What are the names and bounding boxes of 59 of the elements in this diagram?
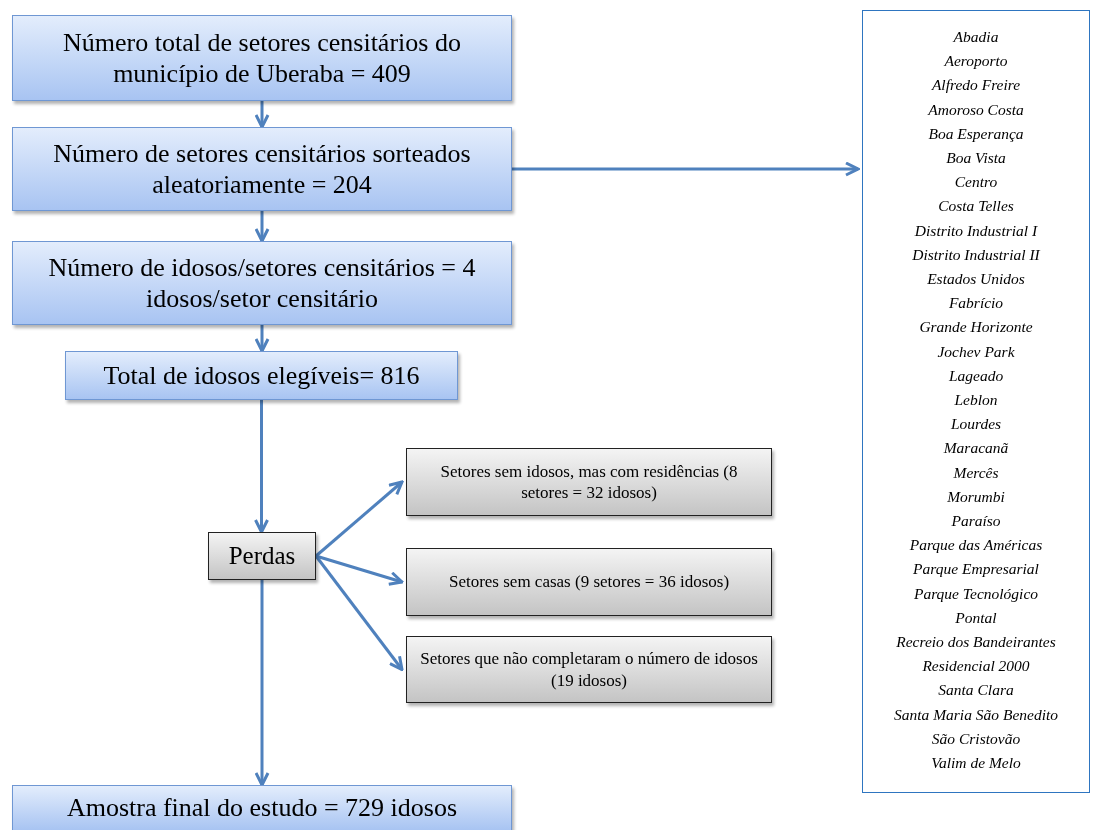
neighborhood-name: Residencial 2000 bbox=[922, 656, 1030, 677]
neighborhood-name: Distrito Industrial II bbox=[912, 244, 1040, 265]
arrow bbox=[254, 101, 270, 129]
neighborhood-name: Lourdes bbox=[950, 414, 1002, 435]
neighborhood-name: Grande Horizonte bbox=[919, 317, 1033, 338]
neighborhood-name: Distrito Industrial I bbox=[914, 220, 1038, 241]
box-text: Total de idosos elegíveis= 816 bbox=[103, 359, 420, 392]
neighborhood-name: Amoroso Costa bbox=[928, 99, 1024, 120]
neighborhood-name: Parque Tecnológico bbox=[913, 583, 1039, 604]
box-text: Setores sem idosos, mas com residências (8 setores = 32 idosos) bbox=[439, 460, 739, 504]
neighborhood-name: Costa Telles bbox=[938, 196, 1014, 217]
neighborhood-name: Pontal bbox=[955, 607, 997, 628]
box-text: Número de idosos/setores censitários = 4 idosos/setor censitário bbox=[47, 251, 477, 315]
neighborhood-name: Centro bbox=[954, 172, 998, 193]
box-text: Perdas bbox=[228, 541, 296, 572]
box-text: Número de setores censitários sorteados aleatoriamente = 204 bbox=[52, 137, 472, 201]
process-box bbox=[12, 785, 512, 830]
process-box bbox=[12, 127, 512, 211]
neighborhood-name: Morumbi bbox=[947, 486, 1005, 507]
box-text: Setores sem casas (9 setores = 36 idosos) bbox=[448, 571, 730, 593]
arrow bbox=[254, 211, 270, 243]
process-box bbox=[406, 636, 772, 703]
neighborhood-name: Paraíso bbox=[951, 511, 1001, 532]
arrow bbox=[315, 480, 404, 558]
neighborhood-name: Parque das Américas bbox=[909, 535, 1043, 556]
arrow bbox=[254, 580, 270, 787]
process-box bbox=[208, 532, 316, 580]
process-box bbox=[12, 241, 512, 325]
process-box bbox=[406, 448, 772, 516]
box-text: Setores que não completaram o número de idosos (19 idosos) bbox=[419, 648, 759, 691]
neighborhood-name: Estados Unidos bbox=[927, 269, 1025, 290]
process-box bbox=[12, 15, 512, 101]
neighborhood-name: Alfredo Freire bbox=[931, 75, 1021, 96]
neighborhood-name: Fabrício bbox=[948, 293, 1004, 314]
box-text: Número total de setores censitários do município de Uberaba = 409 bbox=[62, 26, 462, 90]
neighborhood-name: Jochev Park bbox=[937, 341, 1015, 362]
arrow bbox=[314, 555, 404, 671]
neighborhood-name: Abadia bbox=[953, 27, 999, 47]
neighborhood-name: Parque Empresarial bbox=[913, 559, 1039, 580]
neighborhood-name: Mercês bbox=[953, 462, 999, 483]
arrow bbox=[254, 400, 269, 534]
process-box bbox=[406, 548, 772, 616]
neighborhood-name: Santa Clara bbox=[938, 680, 1014, 701]
process-box bbox=[65, 351, 458, 400]
arrow bbox=[512, 161, 860, 177]
neighborhood-name: Leblon bbox=[954, 390, 998, 411]
neighborhood-name: Valim de Melo bbox=[931, 753, 1021, 774]
list-box bbox=[862, 10, 1090, 793]
neighborhood-name: Aeroporto bbox=[944, 51, 1008, 72]
arrow bbox=[254, 325, 270, 353]
box-text: Amostra final do estudo = 729 idosos bbox=[66, 792, 458, 824]
neighborhood-name: São Cristovão bbox=[931, 728, 1021, 749]
neighborhood-name: Santa Maria São Benedito bbox=[894, 704, 1058, 725]
neighborhood-name: Lageado bbox=[948, 365, 1004, 386]
neighborhood-name: Boa Esperança bbox=[928, 123, 1024, 144]
neighborhood-name: Recreio dos Bandeirantes bbox=[896, 632, 1056, 653]
arrow bbox=[315, 554, 404, 586]
neighborhood-name: Maracanã bbox=[943, 438, 1009, 459]
neighborhood-name: Boa Vista bbox=[946, 148, 1006, 168]
